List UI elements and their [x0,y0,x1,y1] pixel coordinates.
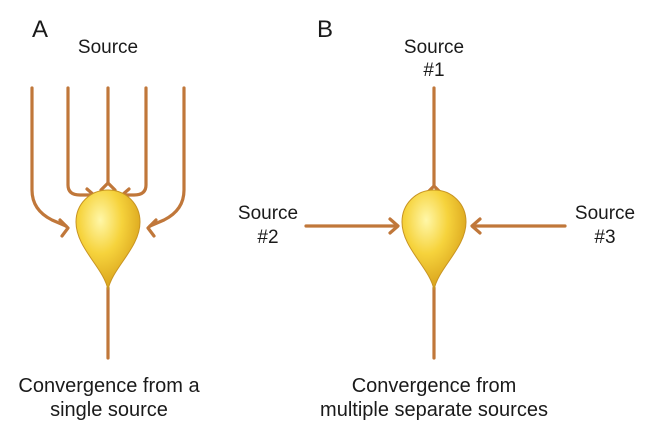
panel-a-caption-line2: single source [50,399,168,421]
axon-a-5 [148,86,186,228]
source2-label-line2: #2 [257,227,279,248]
soma-a [75,189,141,291]
terminal-b-3 [470,217,482,235]
panel-a-source-label: Source [77,37,139,58]
panel-b-caption-line2: multiple separate sources [320,399,548,421]
panel-a-letter: A [32,16,49,43]
source3-label-line2: #3 [594,227,616,248]
source1-label-line1: Source [403,37,465,58]
terminal-a-1 [58,218,70,238]
panel-a-neuron [30,86,186,360]
panel-b-caption-line1: Convergence from [351,375,517,397]
terminal-a-5 [146,218,158,238]
axon-a-4 [122,86,148,197]
terminal-b-2 [388,217,400,235]
panel-a-caption-line1: Convergence from a [18,375,200,397]
source3-label-line1: Source [574,203,636,224]
source2-label-line1: Source [237,203,299,224]
panel-b-letter: B [317,16,334,43]
soma-b [401,189,467,291]
axon-a-1 [30,86,68,228]
terminal-a-3 [99,181,117,192]
source1-label-line2: #1 [423,60,445,81]
axon-a-2 [66,86,94,197]
